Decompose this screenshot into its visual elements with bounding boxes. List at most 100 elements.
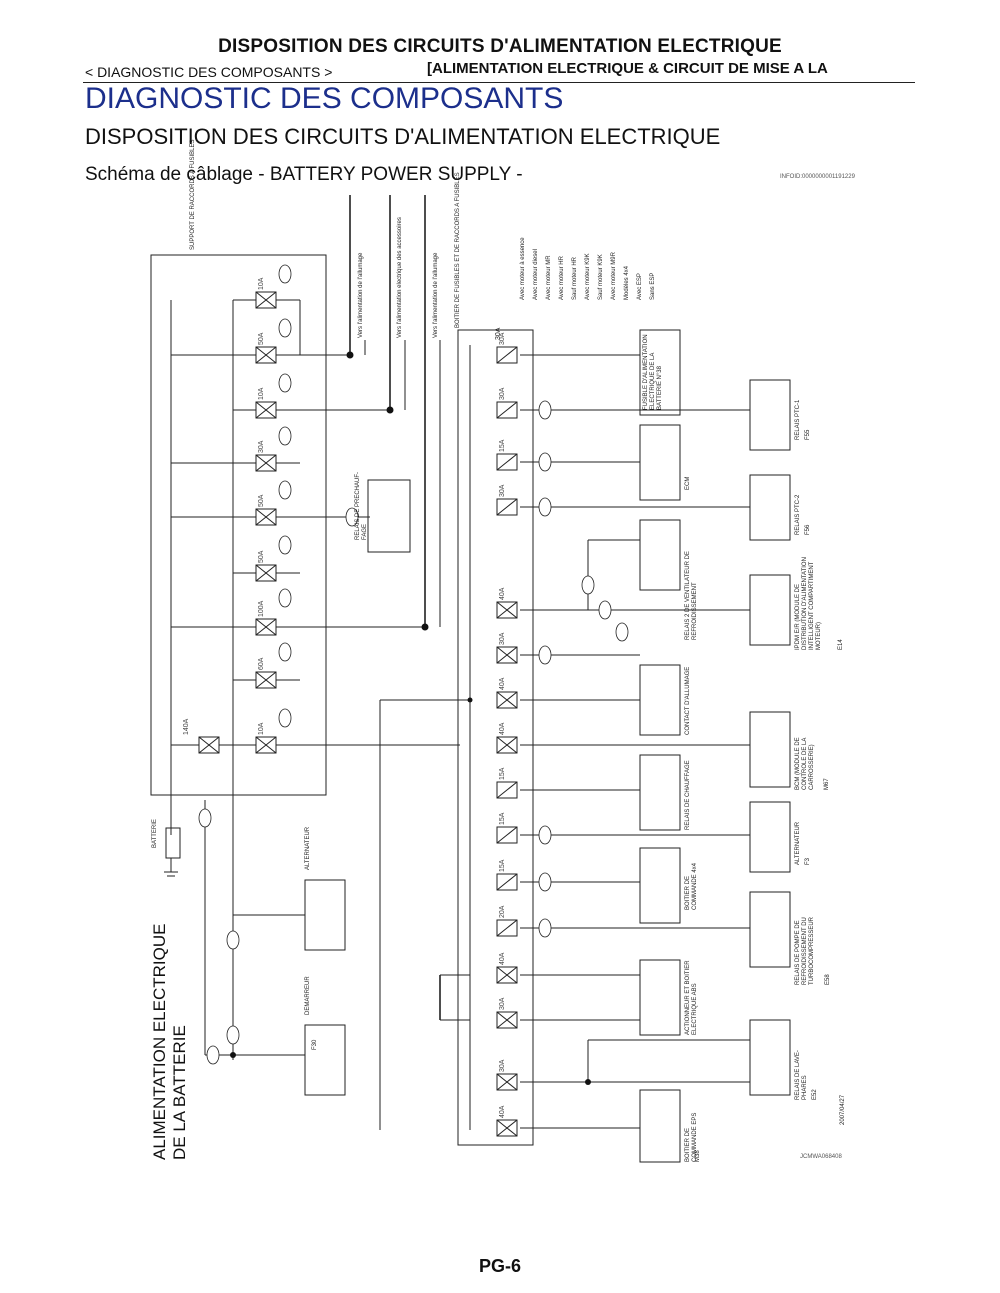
schema-title: Schéma de câblage - BATTERY POWER SUPPLY…	[85, 164, 523, 185]
boitier-eps-box	[639, 1089, 681, 1163]
fuse-rating: 30A	[499, 632, 506, 645]
fuse-rating: 30A	[499, 387, 506, 400]
relais-pompe-box	[749, 891, 791, 968]
contact-allumage-box	[639, 664, 681, 736]
bcm-box	[749, 711, 791, 788]
reference-code: INFOID:0000000001191229	[780, 174, 855, 180]
fuse-rating: 60A	[258, 657, 265, 670]
fuse-rating: 40A	[499, 1105, 506, 1118]
actionneur-abs-box	[639, 959, 681, 1036]
fuse-support-box	[150, 254, 327, 796]
fuse-rating: 30A	[499, 332, 506, 345]
relais-lave-phares-label: RELAIS DE LAVE-PHARES	[795, 1050, 808, 1100]
ptc1-connector: F55	[805, 429, 811, 440]
fuse-box-label: BOITIER DE FUSIBLES ET DE RACCORDS A FUS…	[455, 172, 461, 328]
fuse-box	[457, 329, 534, 1146]
relais-ptc1-box	[749, 379, 791, 451]
legend-item: Avec moteur diesel	[533, 249, 539, 300]
fuse-rating: 50A	[258, 494, 265, 507]
ignition-line-3: Vers l'alimentation de l'allumage	[433, 252, 439, 338]
ipdm-label: IPDM E/R (MODULE DE DISTRIBUTION D'ALIME…	[795, 557, 822, 650]
legend-item: Sauf moteur K9K	[598, 254, 604, 300]
fuse-rating: 30A	[499, 997, 506, 1010]
drawing-code: JCMWA068408	[800, 1154, 842, 1160]
lave-phares-connector: E52	[812, 1089, 818, 1100]
fuse-rating: 50A	[258, 550, 265, 563]
relais-prechauffage-box	[367, 479, 411, 553]
relais-chauffage-box	[639, 754, 681, 831]
fuse-rating: 50A	[258, 332, 265, 345]
right-fuse-symbols	[496, 346, 518, 1137]
legend-item: Sans ESP	[650, 272, 656, 300]
side-title: ALIMENTATION ELECTRIQUE DE LA BATTERIE	[150, 923, 189, 1160]
pompe-connector: E58	[825, 974, 831, 985]
fuse-rating: 15A	[499, 812, 506, 825]
legend-item: Avec moteur HR	[559, 256, 565, 300]
demarreur-connector: F30	[312, 1039, 318, 1050]
alternateur-left-box	[304, 879, 346, 951]
page-number: PG-6	[478, 1256, 521, 1276]
actionneur-abs-label: ACTIONNEUR ET BOITIER ELECTRIQUE ABS	[685, 960, 698, 1035]
legend-item: Avec moteur MR	[546, 255, 552, 300]
fuse-rating: 30A	[499, 484, 506, 497]
diagram-date: 2007/04/27	[840, 1094, 846, 1125]
eps-connector: M38	[695, 1150, 701, 1162]
fuse-rating: 15A	[499, 767, 506, 780]
page-header-title: DISPOSITION DES CIRCUITS D'ALIMENTATION …	[218, 36, 782, 57]
boitier-4x4-box	[639, 847, 681, 924]
header-rule	[83, 82, 915, 83]
battery-label: BATTERIE	[152, 819, 158, 848]
fuse-rating: 30A	[499, 1059, 506, 1072]
breadcrumb: < DIAGNOSTIC DES COMPOSANTS >	[85, 64, 333, 80]
fusible-batterie-label: FUSIBLE D'ALIMENTATION ELECTRIQUE DE LA …	[643, 334, 663, 410]
relais-pompe-label: RELAIS DE POMPE DE REFROIDISSEMENT DU TU…	[795, 916, 815, 985]
ipdm-box	[749, 574, 791, 646]
alternateur-right-box	[749, 801, 791, 873]
legend-item: Sauf moteur HR	[572, 256, 578, 300]
relais-ventilateur-box	[639, 519, 681, 591]
relais-ptc2-label: RELAIS PTC-2	[795, 494, 801, 535]
relais-ptc1-label: RELAIS PTC-1	[795, 399, 801, 440]
fuse-rating: 30A	[258, 440, 265, 453]
fuse-rating: 10A	[258, 722, 265, 735]
fuse-rating: 40A	[499, 952, 506, 965]
fuse-rating: 10A	[258, 277, 265, 290]
legend-item: Avec moteur M9R	[611, 252, 617, 300]
section-label: [ALIMENTATION ELECTRIQUE & CIRCUIT DE MI…	[427, 60, 828, 77]
bcm-label: BCM (MODULE DE CONTROLE DE LA CARROSSERI…	[795, 737, 815, 790]
fuse-rating: 40A	[499, 587, 506, 600]
alternateur-left-label: ALTERNATEUR	[305, 826, 311, 870]
fuse-support-label: SUPPORT DE RACCORDS A FUSIBLES	[190, 139, 196, 250]
fuse-rating: 100A	[258, 600, 265, 617]
demarreur-box	[304, 1024, 346, 1096]
relais-ventilateur-label: RELAIS 2 DE VENTILATEUR DE REFROIDISSEME…	[685, 551, 698, 640]
junction-dots	[230, 351, 591, 1085]
fuse-rating: 10A	[258, 387, 265, 400]
fuse-rating: 40A	[499, 677, 506, 690]
main-fuse-rating: 140A	[183, 718, 190, 735]
fusible-batterie-box	[639, 329, 681, 416]
boitier-4x4-label: BOITIER DE COMMANDE 4x4	[685, 862, 698, 910]
demarreur-label: DEMARREUR	[305, 976, 311, 1015]
left-fuse-symbols	[198, 291, 277, 754]
relais-prechauffage-label: RELAIS DE PRECHAUF- FAGE	[355, 471, 368, 540]
fuse-rating: 15A	[499, 439, 506, 452]
fuse-rating: 40A	[499, 722, 506, 735]
ipdm-connector: E14	[838, 639, 844, 650]
relais-chauffage-label: RELAIS DE CHAUFFAGE	[685, 760, 691, 830]
relais-lave-phares-box	[749, 1019, 791, 1096]
connector-ovals	[198, 264, 629, 1065]
main-title: DIAGNOSTIC DES COMPOSANTS	[85, 82, 564, 115]
fuse-rating: 15A	[499, 859, 506, 872]
legend-item: Modèles 4x4	[624, 265, 630, 300]
alternateur-right-label: ALTERNATEUR	[795, 821, 801, 865]
legend-item: Avec moteur à essence	[520, 237, 526, 300]
ptc2-connector: F56	[805, 524, 811, 535]
ignition-line-1: Vers l'alimentation de l'allumage	[358, 252, 364, 338]
relais-ptc2-box	[749, 474, 791, 541]
right-fuse-rows	[520, 354, 750, 1129]
contact-allumage-label: CONTACT D'ALLUMAGE	[685, 666, 691, 735]
legend-item: Avec moteur K9K	[585, 253, 591, 300]
legend-item: Avec ESP	[637, 273, 643, 300]
